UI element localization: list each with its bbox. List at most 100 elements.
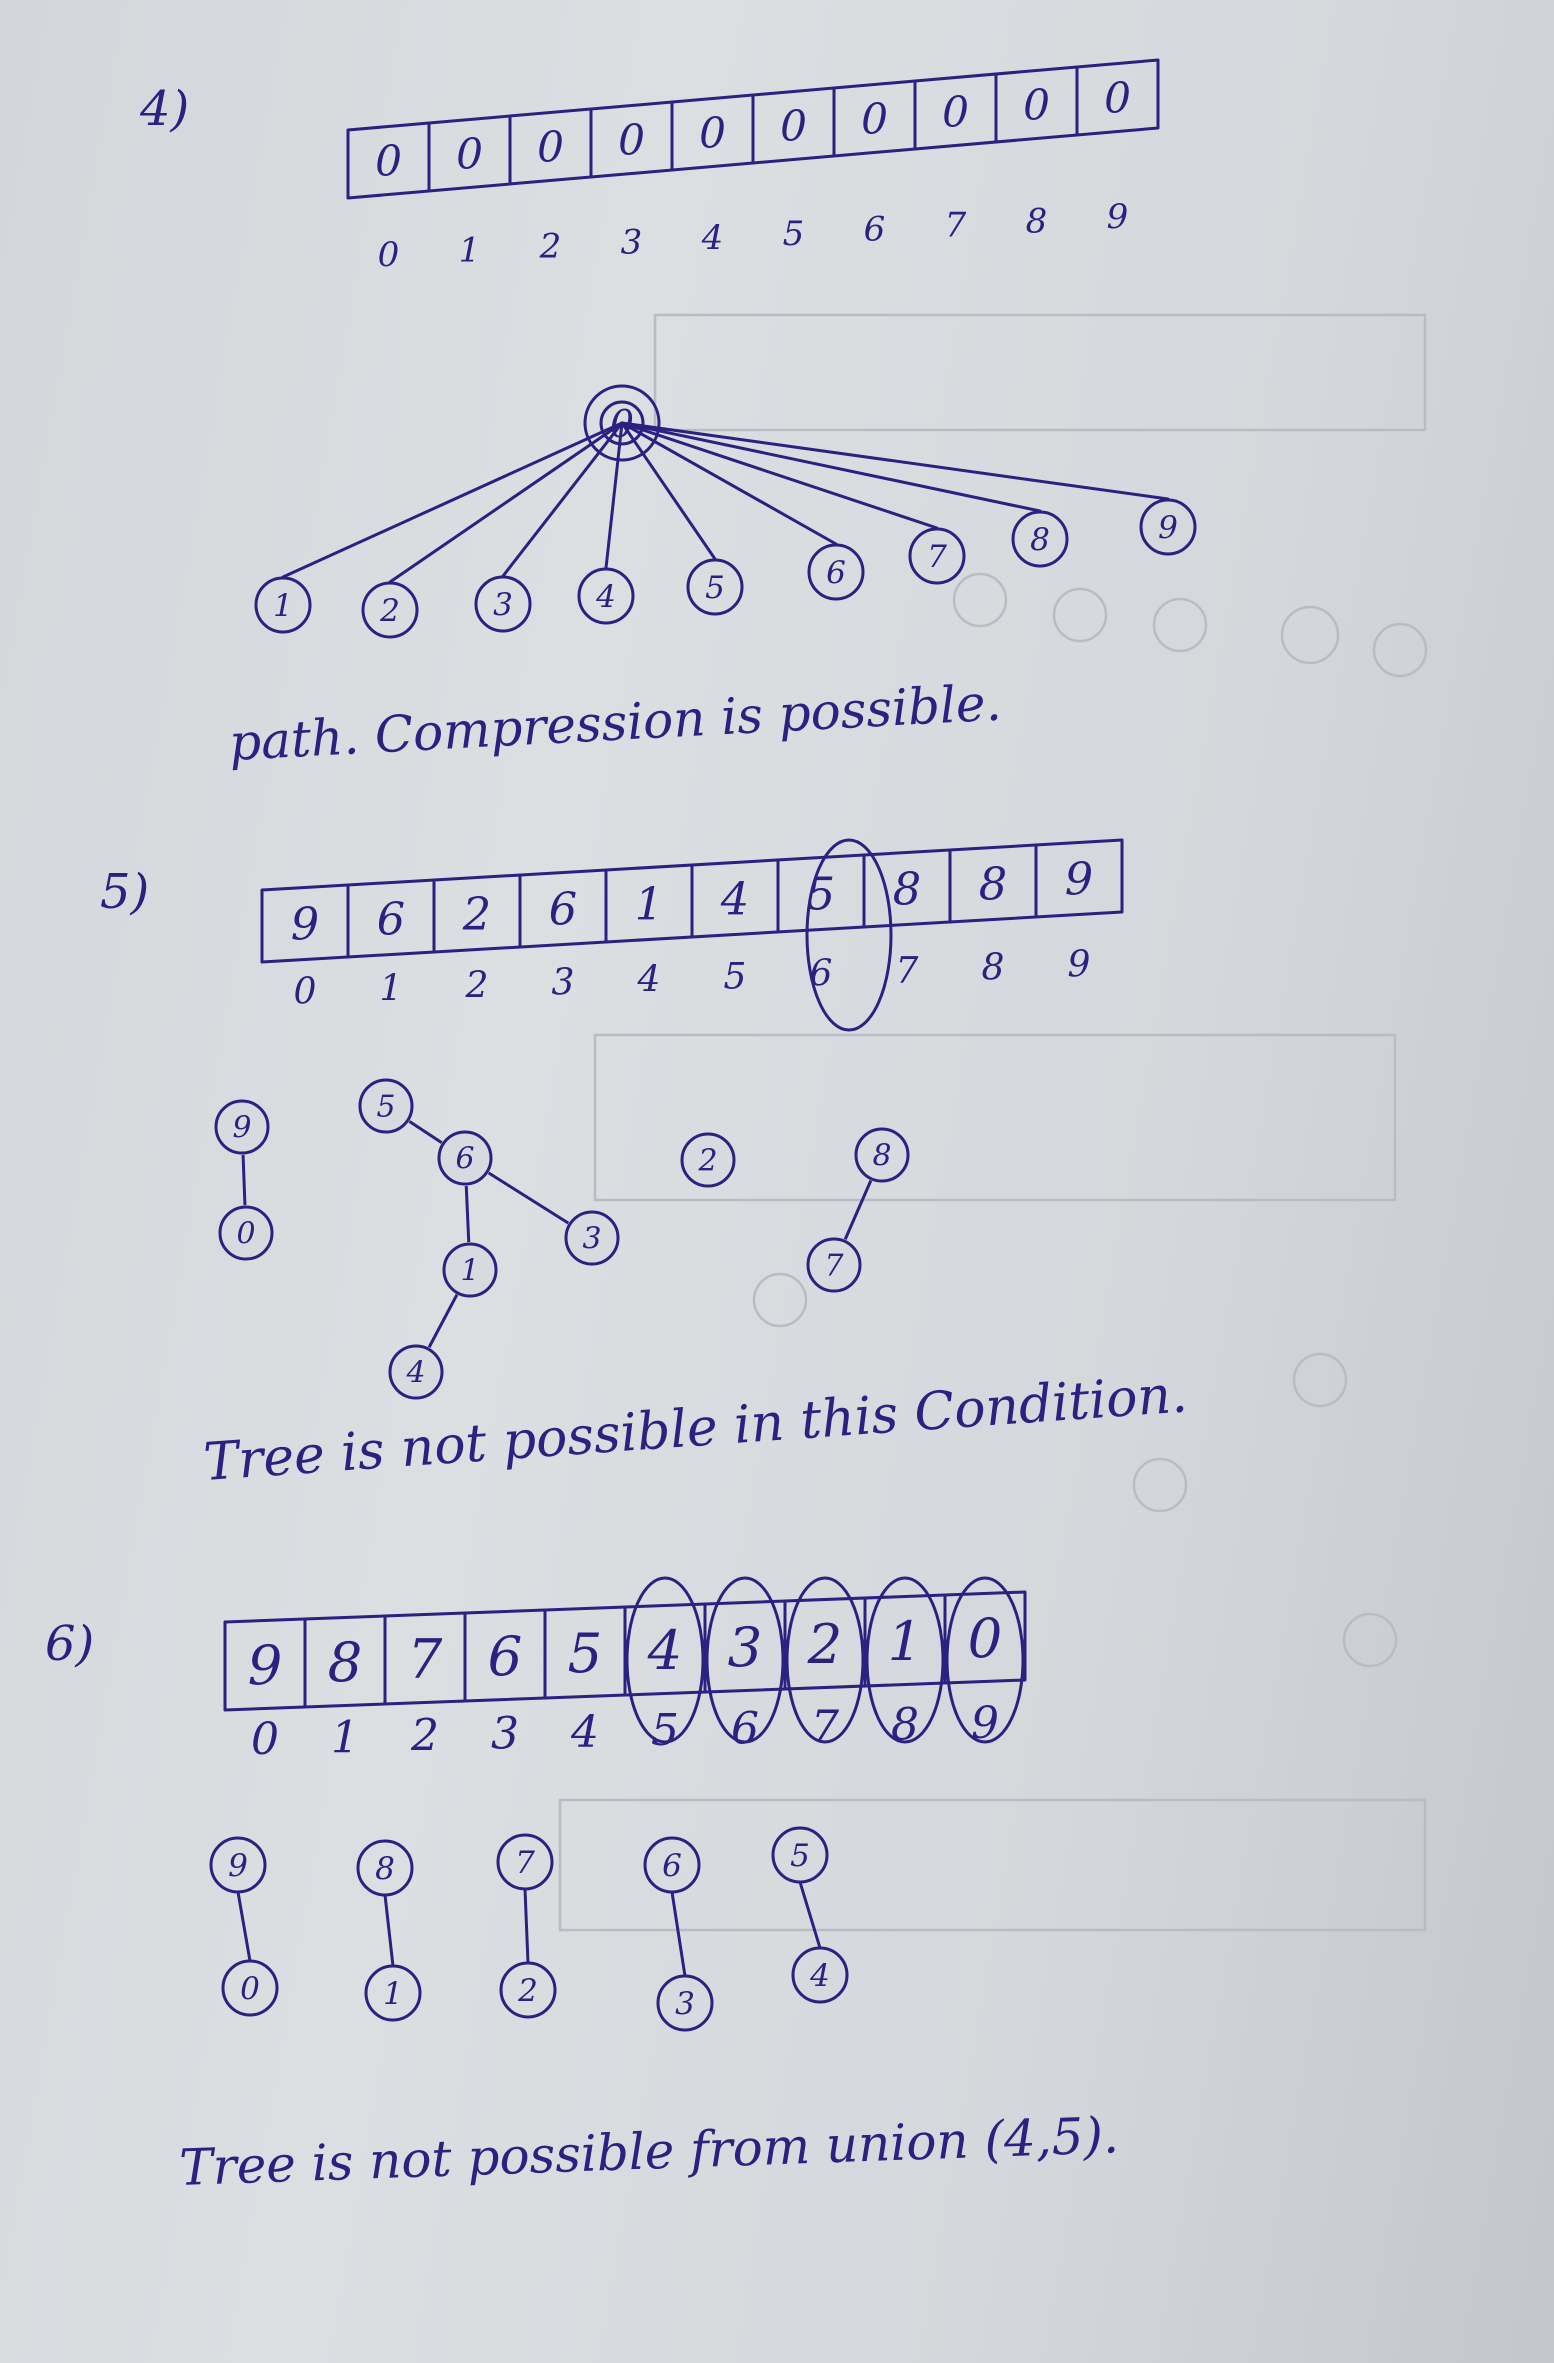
tree-node: 8 [1011,510,1069,568]
array-cell-value: 8 [893,863,921,915]
tree-root: 0 [281,384,1170,584]
array-index: 7 [811,1702,839,1753]
tree-edge [798,1880,822,1950]
array-index: 1 [459,231,481,271]
node-label: 3 [493,587,513,623]
tree-node: 2 [680,1132,736,1188]
array-cell-value: 0 [699,108,726,157]
node-circle [474,575,532,633]
array-cell-value: 9 [248,1633,283,1697]
node-circle [564,1210,620,1266]
tree-edge [236,1890,252,1963]
note-text: Tree is not possible in this Condition. [202,1364,1190,1493]
node-circle-inner [599,400,645,446]
node-circle [356,1839,414,1897]
node-label: 3 [582,1221,601,1256]
node-bg [218,1205,274,1261]
array-cell-value: 4 [720,873,749,925]
tree-node: 7 [908,527,966,585]
node-bg [442,1242,498,1298]
highlight-ellipse [705,1576,785,1744]
node-label: 4 [809,1958,830,1994]
tree-node: 1 [442,1242,498,1298]
node-label: 0 [610,402,634,446]
node-circle [686,558,744,616]
node-bg [680,1132,736,1188]
node-circle [388,1344,444,1400]
array-cell-value: 5 [568,1621,603,1685]
array-box [346,58,1160,200]
node-label: 4 [405,1355,425,1390]
array-cell-value: 0 [861,94,888,143]
node-bg [388,1344,444,1400]
array-index: 8 [1026,201,1048,241]
tree-node: 6 [437,1130,493,1186]
array-cell-value: 0 [375,136,402,185]
node-label: 7 [515,1845,535,1881]
node-label: 0 [240,1971,260,2007]
array-cell-value: 1 [635,878,663,930]
section-number: 6) [45,1616,94,1672]
node-label: 7 [824,1248,843,1283]
array-index: 2 [410,1711,439,1762]
node-label: 8 [872,1138,891,1173]
node-circle [209,1836,267,1894]
node-circle [364,1964,422,2022]
array-cell-value: 6 [488,1624,523,1688]
tree-edge [620,421,1170,501]
node-bg [214,1099,270,1155]
node-bg [564,1210,620,1266]
array-cell-value: 0 [537,122,564,171]
tree-edge [501,421,624,578]
array-cell-value: 1 [888,1609,923,1673]
tree-node: 5 [358,1078,414,1134]
tree-edge [383,1893,395,1968]
array-index: 3 [621,222,643,262]
node-circle [221,1959,279,2017]
array-cell-value: 8 [979,858,1007,910]
tree-node: 1 [364,1964,422,2022]
array-index: 6 [731,1703,759,1754]
node-circle [791,1946,849,2004]
node-circle [218,1205,274,1261]
tree-edge [281,421,624,579]
array-cell-value: 2 [462,888,491,940]
array-cell-value: 0 [968,1606,1003,1670]
array-cell-value: 9 [291,898,319,950]
tree-node: 4 [577,567,635,625]
tree-node: 5 [771,1826,829,1884]
node-circle [643,1836,701,1894]
node-label: 1 [383,1976,403,2012]
node-circle [1011,510,1069,568]
section-number: 4) [139,81,189,137]
tree-edge [523,1887,530,1965]
node-label: 9 [1158,510,1178,546]
tree-edge [620,421,838,546]
array-cell-value: 2 [807,1612,843,1676]
array-index: 1 [380,969,403,1010]
tree-node: 3 [564,1210,620,1266]
tree-node: 6 [643,1836,701,1894]
array-index: 4 [637,960,661,1001]
section-number: 5) [100,864,149,920]
node-label: 3 [675,1986,695,2022]
node-label: 0 [236,1216,255,1251]
tree-edge [620,421,1042,513]
array-index: 2 [539,227,562,267]
highlight-ellipse [625,1576,705,1744]
tree-node: 3 [656,1974,714,2032]
tree-node: 7 [806,1237,862,1293]
array-index: 9 [1107,197,1129,237]
array-box [260,838,1124,964]
node-circle [577,567,635,625]
tree-node: 3 [474,575,532,633]
node-label: 6 [662,1848,682,1884]
array-cell-value: 0 [1104,73,1131,122]
array-index: 7 [896,951,919,992]
highlight-ellipse [945,1576,1025,1744]
node-label: 6 [826,555,846,591]
array-index: 9 [1068,945,1091,986]
array-index: 4 [701,218,724,258]
